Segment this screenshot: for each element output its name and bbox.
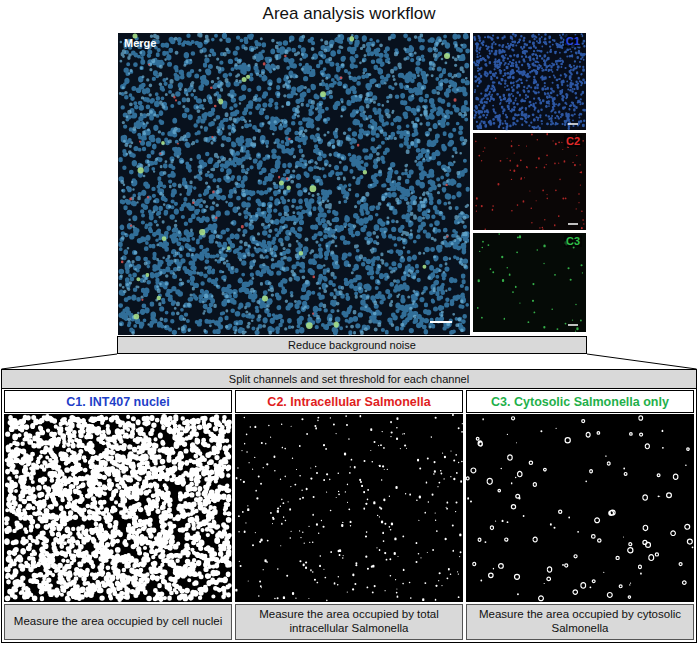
channel-label: C3 (564, 235, 582, 247)
scale-bar (430, 321, 452, 323)
measure-text: Measure the area occupied by cytosolic S… (473, 608, 687, 636)
channel-title-box: C1. INT407 nuclei (4, 390, 232, 413)
channel-title: C2. Intracellular Salmonella (267, 395, 430, 409)
channel-title-box: C3. Cytosolic Salmonella only (466, 390, 694, 413)
channel-label: C1 (564, 35, 582, 47)
c1-threshold-image (4, 414, 232, 602)
panel-label: Merge (124, 37, 156, 49)
cell-dots (467, 418, 693, 595)
channel-panel: C3 (473, 233, 586, 332)
c1-image (473, 33, 586, 130)
cell-dots (235, 414, 463, 601)
measure-text: Measure the area occupied by cell nuclei (14, 615, 222, 629)
channel-title: C1. INT407 nuclei (66, 395, 170, 409)
cell-dots (475, 133, 584, 230)
channel-split-panel: Split channels and set threshold for eac… (1, 369, 697, 643)
channel-panel: C1 (473, 33, 586, 130)
scale-bar (568, 123, 578, 125)
diagram-title: Area analysis workflow (0, 4, 698, 24)
c2-image (473, 133, 586, 230)
process-bar: Reduce background noise (117, 336, 587, 354)
cell-dots (121, 55, 457, 315)
cell-dots (466, 416, 692, 601)
c3-image (473, 233, 586, 332)
scale-bar (568, 223, 578, 225)
cell-dots (119, 33, 469, 335)
c3-threshold-image (466, 414, 694, 602)
channel-panel: C2 (473, 133, 586, 230)
cell-dots (133, 34, 451, 329)
measure-text: Measure the area occupied by total intra… (242, 608, 456, 636)
header-band: Split channels and set threshold for eac… (2, 370, 696, 389)
merge-image (118, 33, 470, 335)
cell-dots (118, 33, 470, 336)
cell-dots (4, 33, 693, 602)
zoom-connector (2, 354, 697, 369)
c2-threshold-image (235, 414, 463, 602)
channel-title-box: C2. Intracellular Salmonella (235, 390, 463, 413)
cell-dots (4, 414, 232, 602)
process-label: Reduce background noise (288, 339, 416, 351)
channel-title: C3. Cytosolic Salmonella only (491, 395, 669, 409)
channel-label: C2 (564, 135, 582, 147)
cell-dots (477, 233, 583, 332)
cell-dots (473, 33, 586, 130)
measure-box: Measure the area occupied by cytosolic S… (466, 604, 694, 640)
measure-box: Measure the area occupied by total intra… (235, 604, 463, 640)
measure-box: Measure the area occupied by cell nuclei (4, 604, 232, 640)
scale-bar (568, 324, 578, 326)
merge-image-panel: Merge (118, 33, 470, 335)
